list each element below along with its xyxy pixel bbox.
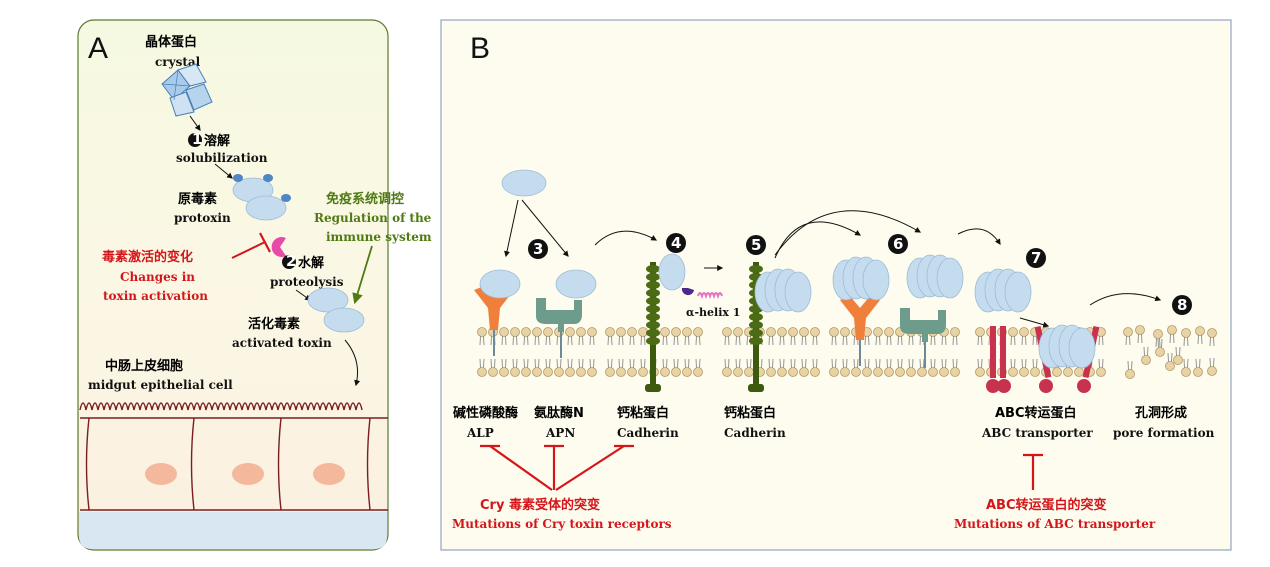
step-1-marker	[188, 133, 202, 147]
panel-a: A 晶体蛋白 crystal 1 溶解 solubilization 原毒素 p…	[77, 19, 432, 551]
step-7-number: 7	[1031, 249, 1041, 267]
abc-transporter-1	[986, 326, 1011, 393]
immune-en-label-2: immune system	[326, 230, 432, 244]
alpha-helix-wave	[697, 292, 723, 300]
immune-arrow	[352, 245, 373, 305]
arrow-to-activated	[295, 289, 311, 301]
step-2-marker	[282, 255, 296, 269]
toxin-change-en-label-1: Changes in	[120, 270, 195, 284]
midgut-en-label: midgut epithelial cell	[88, 378, 233, 392]
epithelial-cells	[80, 417, 388, 511]
step-4-number: 4	[671, 234, 681, 252]
cadherin-1-en-label: Cadherin	[617, 426, 679, 440]
abc-cn-label: ABC转运蛋白	[995, 405, 1077, 421]
free-toxin	[501, 169, 547, 197]
activated-toxin-shape	[307, 287, 365, 333]
inhibition-bar	[259, 232, 271, 253]
step-6-number: 6	[893, 235, 903, 253]
pore-en-label: pore formation	[1113, 426, 1215, 440]
step-5-marker	[746, 235, 766, 255]
crystal-cn-label: 晶体蛋白	[145, 34, 197, 50]
midgut-cn-label: 中肠上皮细胞	[105, 358, 183, 374]
protoxin-cn-label: 原毒素	[178, 191, 217, 207]
cadherin-2-cn-label: 钙粘蛋白	[724, 405, 776, 421]
oligomer-step-7	[974, 268, 1032, 313]
toxin-change-cn-label: 毒素激活的变化	[102, 249, 193, 265]
protease-shape	[271, 236, 286, 257]
microvilli	[79, 402, 363, 411]
abc-en-label: ABC transporter	[981, 426, 1093, 440]
step-2-cn-label: 水解	[298, 255, 324, 271]
step-8-marker	[1172, 295, 1192, 315]
activated-en-label: activated toxin	[232, 336, 332, 350]
inhibition-line	[231, 241, 266, 259]
cry-mutation-en-label: Mutations of Cry toxin receptors	[452, 517, 672, 531]
step-3-marker	[528, 239, 548, 259]
protoxin-en-label: protoxin	[174, 211, 231, 225]
arrow-to-cell	[344, 339, 361, 387]
panel-a-letter: A	[88, 32, 108, 65]
cadherin-1-cn-label: 钙粘蛋白	[617, 405, 669, 421]
activated-cn-label: 活化毒素	[248, 316, 300, 332]
step-6-marker	[888, 234, 908, 254]
cry-mutation-cn-label: Cry 毒素受体的突变	[480, 497, 600, 513]
immune-cn-label: 免疫系统调控	[326, 191, 404, 207]
oligomer-on-apn	[906, 254, 964, 299]
abc-mutation-cn-label: ABC转运蛋白的突变	[986, 497, 1107, 513]
arrow-to-abc	[1019, 317, 1050, 328]
panel-b: B 3	[440, 19, 1232, 551]
step-3-number: 3	[533, 240, 543, 258]
step-1-cn-label: 溶解	[204, 133, 230, 149]
arrow-3-to-4	[594, 230, 658, 246]
alp-cn-label: 碱性磷酸酶	[453, 405, 518, 421]
arrow-crystal-to-solubilization	[189, 115, 201, 131]
oligomer-in-abc	[1038, 324, 1096, 369]
arrow-7-to-8	[1089, 293, 1162, 306]
cadherin-2-en-label: Cadherin	[724, 426, 786, 440]
step-4-marker	[666, 233, 686, 253]
arrow-solubilization-to-protoxin	[214, 163, 233, 179]
arrow-5-to-6-a	[774, 221, 862, 259]
abc-mutation-en-label: Mutations of ABC transporter	[954, 517, 1156, 531]
cleaved-fragment	[681, 288, 694, 296]
pore-cn-label: 孔洞形成	[1135, 405, 1187, 421]
alp-en-label: ALP	[466, 426, 494, 440]
basal-region	[79, 512, 387, 549]
crystal-en-label: crystal	[155, 55, 201, 69]
step-1-en-label: solubilization	[176, 151, 268, 165]
oligomer-on-alp	[832, 256, 890, 301]
step-1-number: 1	[192, 130, 202, 148]
arrow-to-apn	[521, 199, 569, 257]
arrow-to-alp	[504, 199, 519, 258]
crystal-shape	[161, 63, 213, 117]
alp-receptor	[473, 269, 521, 357]
toxin-change-en-label-2: toxin activation	[103, 289, 208, 303]
immune-en-label-1: Regulation of the	[314, 211, 432, 225]
apn-receptor	[535, 269, 597, 359]
step-2-en-label: proteolysis	[270, 275, 344, 289]
step-8-number: 8	[1177, 296, 1187, 314]
step-2-number: 2	[286, 252, 296, 270]
toxin-on-cadherin-1	[658, 253, 686, 291]
step-5-number: 5	[751, 236, 761, 254]
step-7-marker	[1026, 248, 1046, 268]
alpha-helix-label: α-helix 1	[686, 306, 740, 319]
arrow-5-to-6-b	[774, 210, 922, 256]
arrow-6-to-7	[957, 228, 1001, 246]
oligomer-on-cadherin	[754, 268, 812, 313]
protoxin-shape	[232, 174, 291, 221]
apn-en-label: APN	[545, 426, 575, 440]
abc-inhibition	[1023, 453, 1043, 490]
panel-b-letter: B	[470, 32, 490, 65]
apn-cn-label: 氨肽酶N	[533, 405, 584, 421]
cry-receptor-inhibition	[480, 444, 634, 491]
